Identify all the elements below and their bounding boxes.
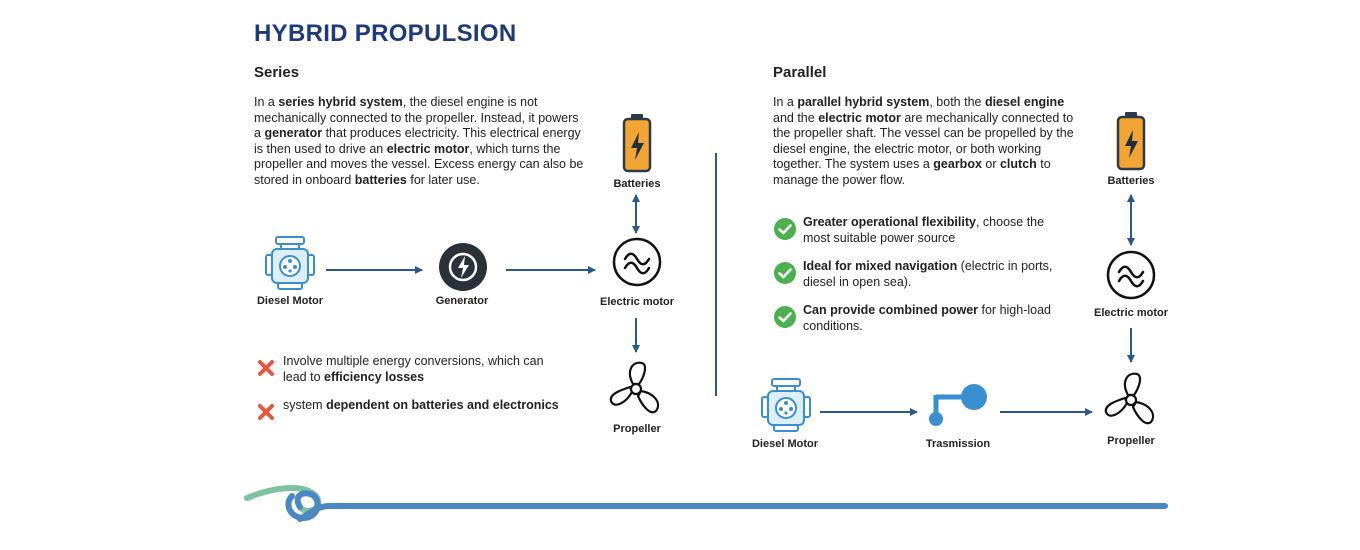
text-run: and the (773, 110, 819, 125)
bold-text: batteries (354, 172, 407, 187)
bold-text: electric motor (386, 141, 470, 156)
bold-text: clutch (999, 157, 1037, 171)
bold-text: dependent on batteries and electronics (326, 398, 559, 412)
text-run: In a (254, 95, 279, 109)
series-label-diesel: Diesel Motor (256, 295, 323, 307)
series-description: In a series hybrid system, the diesel en… (254, 95, 584, 188)
bold-text: gearbox (933, 157, 982, 171)
text-run: , which turns the propeller and moves th… (254, 141, 584, 187)
series-electric-motor-icon (612, 237, 662, 287)
series-con-text: system dependent on batteries and electr… (283, 398, 563, 414)
parallel-engine-icon (761, 378, 811, 432)
parallel-label-batteries: Batteries (1107, 175, 1155, 187)
text-run: for high-load conditions. (803, 303, 1051, 333)
bold-text: diesel engine (984, 95, 1065, 109)
text-run: to manage the power flow. (773, 157, 1051, 187)
parallel-propeller-icon (1104, 372, 1155, 425)
bold-text: series hybrid system (278, 95, 403, 109)
parallel-pro-text: Can provide combined power for high-load… (803, 303, 1073, 334)
bold-text: Greater operational flexibility (803, 215, 976, 229)
parallel-label-transmission: Trasmission (925, 438, 991, 450)
series-engine-icon (265, 236, 315, 290)
bold-text: electric motor (818, 110, 901, 125)
series-generator-icon (439, 243, 487, 291)
parallel-battery-icon (1116, 110, 1146, 171)
parallel-label-electric: Electric motor (1094, 307, 1168, 319)
check-icon (774, 306, 796, 328)
bold-text: efficiency losses (324, 369, 425, 384)
cross-icon (258, 404, 274, 420)
text-run: or (981, 157, 1000, 171)
series-label-electric: Electric motor (600, 296, 674, 308)
parallel-label-diesel: Diesel Motor (751, 438, 818, 450)
text-run: for later use. (406, 172, 480, 187)
parallel-pro-text: Ideal for mixed navigation (electric in … (803, 259, 1073, 290)
section-divider (715, 153, 717, 396)
text-run: that produces electricity. This electric… (254, 126, 581, 156)
parallel-label-propeller: Propeller (1107, 435, 1155, 447)
text-run: , both the (929, 95, 985, 109)
series-propeller-icon (609, 361, 660, 414)
check-icon (774, 262, 796, 284)
wave-decoration (244, 484, 1168, 522)
parallel-pro-text: Greater operational flexibility, choose … (803, 215, 1073, 246)
text-run: , choose the most suitable power source (803, 215, 1045, 245)
series-label-generator: Generator (435, 295, 489, 307)
parallel-description: In a parallel hybrid system, both the di… (773, 95, 1088, 188)
text-run: , the diesel engine is not mechanically … (254, 95, 579, 140)
cross-icon (258, 360, 274, 376)
parallel-electric-motor-icon (1106, 250, 1156, 300)
page-title: HYBRID PROPULSION (254, 20, 517, 47)
series-heading: Series (254, 64, 300, 81)
series-battery-icon (622, 112, 652, 173)
series-label-batteries: Batteries (613, 178, 661, 190)
bold-text: generator (264, 126, 323, 140)
text-run: Involve multiple energy conversions, whi… (283, 354, 544, 384)
bold-text: parallel hybrid system (797, 95, 930, 109)
text-run: (electric in ports, diesel in open sea). (803, 259, 1053, 289)
parallel-heading: Parallel (773, 64, 827, 81)
transmission-icon (929, 384, 987, 426)
bold-text: Can provide combined power (803, 303, 979, 317)
text-run: In a (773, 95, 798, 109)
series-con-text: Involve multiple energy conversions, whi… (283, 354, 563, 385)
text-run: are mechanically connected to the propel… (773, 110, 1074, 172)
text-run: system (283, 398, 327, 412)
check-icon (774, 218, 796, 240)
series-label-propeller: Propeller (613, 423, 661, 435)
bold-text: Ideal for mixed navigation (803, 259, 958, 273)
